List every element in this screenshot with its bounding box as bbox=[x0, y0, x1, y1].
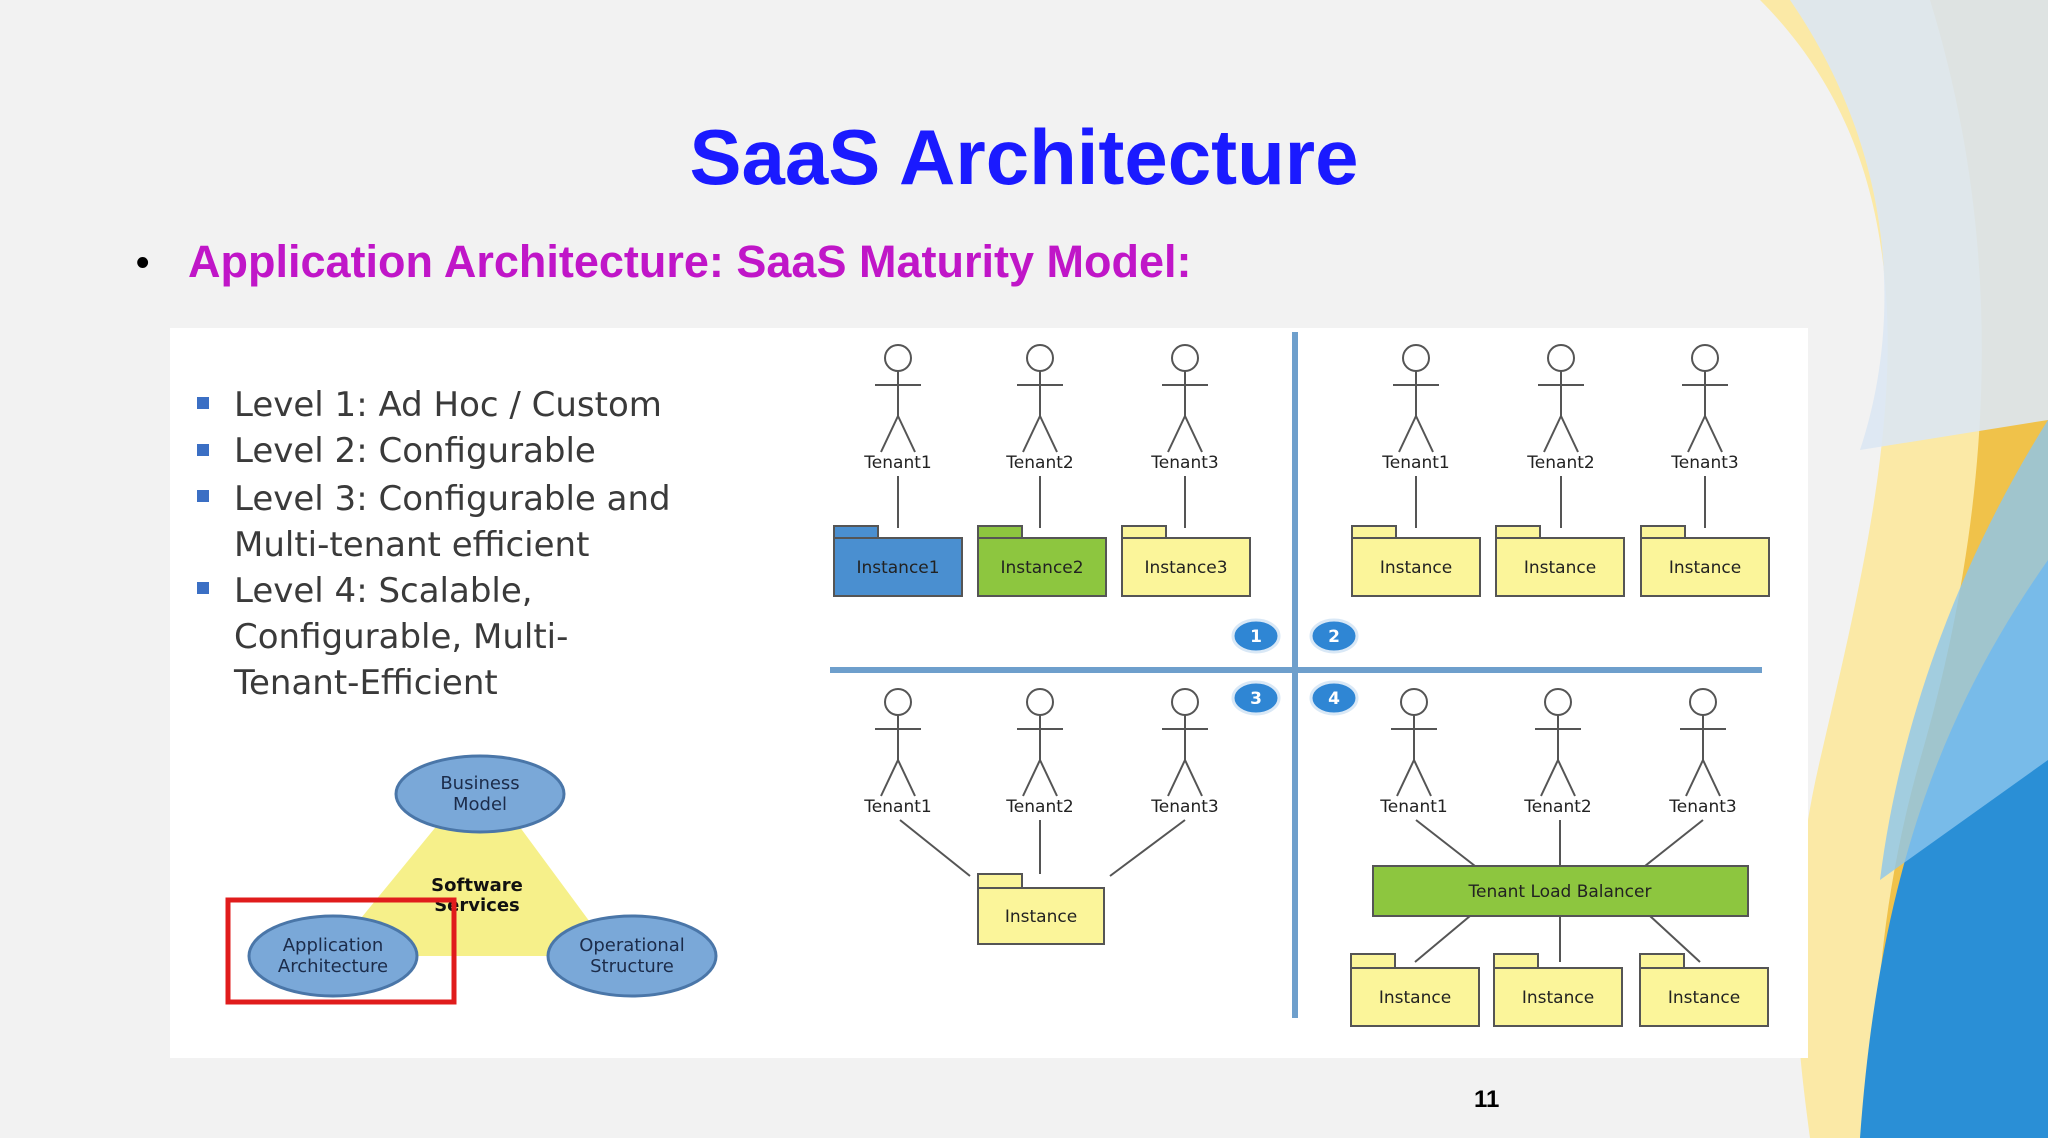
connector bbox=[1414, 915, 1471, 963]
badge-1 bbox=[1231, 618, 1281, 654]
load-balancer-label: Tenant Load Balancer bbox=[1468, 882, 1652, 902]
tenant-actor-icon bbox=[1162, 344, 1208, 453]
highlight-box bbox=[225, 897, 457, 1005]
quadrant-1 bbox=[833, 344, 1251, 597]
tenant-label: Tenant3 bbox=[1668, 797, 1736, 817]
instance-label: Instance bbox=[1669, 558, 1741, 578]
instance-box bbox=[1495, 537, 1625, 597]
connector bbox=[1649, 915, 1701, 963]
instance-label: Instance bbox=[1379, 988, 1451, 1008]
business-model-label: Business bbox=[440, 773, 519, 794]
tenant-label: Tenant2 bbox=[1526, 453, 1594, 473]
tenant-label: Tenant1 bbox=[1381, 453, 1449, 473]
level-list: Level 1: Ad Hoc / Custom Level 2: Config… bbox=[197, 385, 671, 703]
tenant-actor-icon bbox=[1391, 688, 1437, 797]
level-2-text: Level 2: Configurable bbox=[234, 431, 596, 471]
tenant-actor-icon bbox=[1680, 688, 1726, 797]
instance-box bbox=[1493, 967, 1623, 1027]
bullet-dot: • bbox=[136, 242, 150, 284]
instance-label: Instance bbox=[1524, 558, 1596, 578]
business-model-ellipse bbox=[394, 754, 566, 834]
level-bullet bbox=[197, 582, 209, 594]
saas-maturity-figure: Level 1: Ad Hoc / Custom Level 2: Config… bbox=[170, 328, 1808, 1058]
quadrant-3 bbox=[875, 688, 1208, 945]
tenant-label: Tenant2 bbox=[1523, 797, 1591, 817]
tenant-actor-icon bbox=[875, 344, 921, 453]
instance-label: Instance bbox=[1005, 907, 1077, 927]
instance-label: Instance bbox=[1380, 558, 1452, 578]
tenant-label: Tenant1 bbox=[1379, 797, 1447, 817]
instance-label: Instance2 bbox=[1000, 558, 1083, 578]
level-bullet bbox=[197, 397, 209, 409]
level-bullet bbox=[197, 490, 209, 502]
instance-box bbox=[1121, 537, 1251, 597]
connector bbox=[1415, 819, 1476, 867]
level-4-text-cont: Configurable, Multi- bbox=[234, 617, 568, 657]
instance-label: Instance3 bbox=[1144, 558, 1227, 578]
triangle-shape bbox=[330, 773, 615, 956]
tenant-actor-icon bbox=[1162, 688, 1208, 797]
level-3-text-cont: Multi-tenant efficient bbox=[234, 525, 589, 565]
tenant-label: Tenant3 bbox=[1150, 453, 1218, 473]
tenant-label: Tenant2 bbox=[1005, 453, 1073, 473]
badge-1-label: 1 bbox=[1250, 627, 1262, 647]
software-services-label: Software bbox=[431, 875, 523, 896]
bullet-text: Application Architecture: SaaS Maturity … bbox=[188, 236, 1192, 287]
instance-box bbox=[977, 887, 1105, 945]
quadrant-badges: 1 2 3 4 bbox=[1231, 618, 1359, 716]
tenant-label: Tenant1 bbox=[863, 453, 931, 473]
level-3-text: Level 3: Configurable and bbox=[234, 479, 671, 519]
tenant-label: Tenant2 bbox=[1005, 797, 1073, 817]
tenant-actor-icon bbox=[1682, 344, 1728, 453]
page-number: 11 bbox=[1474, 1086, 1500, 1113]
level-4-text: Level 4: Scalable, bbox=[234, 571, 533, 611]
application-architecture-label: Application bbox=[283, 935, 384, 956]
tenant-actor-icon bbox=[1017, 344, 1063, 453]
level-4-text-cont2: Tenant-Efficient bbox=[233, 663, 498, 703]
slide-title: SaaS Architecture bbox=[689, 113, 1359, 201]
connector bbox=[1644, 819, 1704, 867]
connector bbox=[1109, 819, 1186, 877]
level-bullet bbox=[197, 444, 209, 456]
badge-3 bbox=[1231, 680, 1281, 716]
operational-structure-label: Operational bbox=[579, 935, 685, 956]
tenant-actor-icon bbox=[1538, 344, 1584, 453]
badge-3-label: 3 bbox=[1250, 689, 1262, 709]
instance-box bbox=[1351, 537, 1481, 597]
instance-box bbox=[1640, 537, 1770, 597]
instance-label: Instance bbox=[1522, 988, 1594, 1008]
business-model-label: Model bbox=[453, 794, 507, 815]
instance-box bbox=[977, 537, 1107, 597]
tenant-actor-icon bbox=[875, 688, 921, 797]
badge-2-label: 2 bbox=[1328, 627, 1340, 647]
tenant-actor-icon bbox=[1393, 344, 1439, 453]
instance-box bbox=[1639, 967, 1769, 1027]
tenant-actor-icon bbox=[1535, 688, 1581, 797]
tenant-actor-icon bbox=[1017, 688, 1063, 797]
operational-structure-ellipse bbox=[546, 914, 718, 998]
tenant-label: Tenant3 bbox=[1670, 453, 1738, 473]
tenant-label: Tenant3 bbox=[1150, 797, 1218, 817]
badge-4 bbox=[1309, 680, 1359, 716]
instance-label: Instance1 bbox=[856, 558, 939, 578]
instance-box bbox=[1350, 967, 1480, 1027]
operational-structure-label: Structure bbox=[590, 956, 674, 977]
saas-triangle-model: Business Model Software Services Applica… bbox=[225, 754, 718, 1005]
quadrant-4 bbox=[1350, 688, 1769, 1027]
instance-box bbox=[833, 537, 963, 597]
level-1-text: Level 1: Ad Hoc / Custom bbox=[234, 385, 662, 425]
connector bbox=[899, 819, 971, 877]
load-balancer-box bbox=[1372, 865, 1749, 917]
quadrant-2 bbox=[1351, 344, 1770, 597]
application-architecture-ellipse bbox=[247, 914, 419, 998]
badge-2 bbox=[1309, 618, 1359, 654]
tenant-label: Tenant1 bbox=[863, 797, 931, 817]
instance-label: Instance bbox=[1668, 988, 1740, 1008]
application-architecture-label: Architecture bbox=[278, 956, 388, 977]
badge-4-label: 4 bbox=[1328, 689, 1340, 709]
